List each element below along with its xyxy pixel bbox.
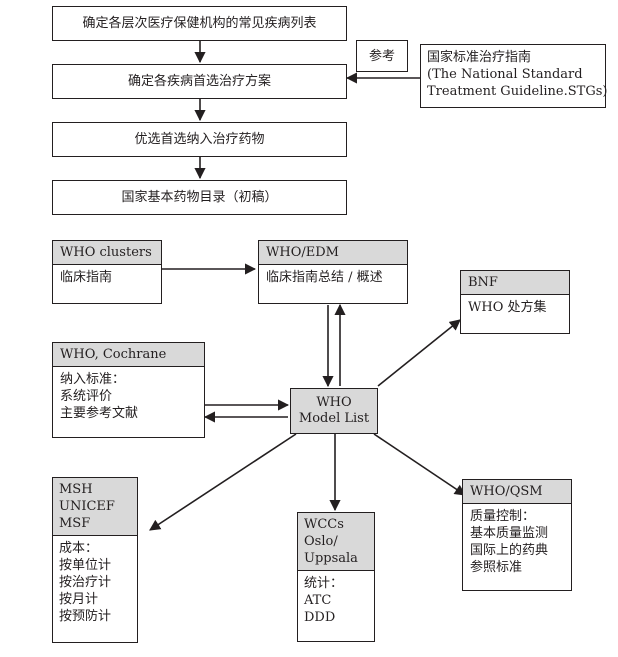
wccs-header: WCCs Oslo/ Uppsala	[298, 513, 374, 571]
reference-label-box: 参考	[356, 40, 408, 72]
msh-header-line: MSH	[59, 482, 93, 497]
who-qsm-body-line: 参照标准	[470, 560, 523, 575]
msh-header-line: UNICEF	[59, 499, 115, 514]
who-edm-header: WHO/EDM	[259, 241, 407, 265]
msh-body-line: 按治疗计	[59, 575, 112, 590]
who-cochrane-body-line: 纳入标准：	[60, 372, 126, 387]
who-cochrane-box: WHO, Cochrane 纳入标准： 系统评价 主要参考文献	[52, 342, 205, 438]
national-stg-box: 国家标准治疗指南 (The National Standard Treatmen…	[420, 44, 608, 108]
who-clusters-body: 临床指南	[60, 270, 113, 285]
wccs-body-line: 统计：	[304, 576, 344, 591]
who-cochrane-header: WHO, Cochrane	[53, 343, 204, 367]
who-model-list-center: WHO Model List	[290, 388, 378, 434]
msh-body-line: 按预防计	[59, 609, 112, 624]
msh-body-line: 按月计	[59, 592, 99, 607]
msh-header: MSH UNICEF MSF	[53, 478, 137, 536]
center-line: Model List	[298, 411, 370, 426]
center-line: WHO	[316, 395, 352, 410]
who-clusters-header: WHO clusters	[53, 241, 161, 265]
flow-step-select-drugs: 优选首选纳入治疗药物	[52, 122, 347, 157]
bnf-header: BNF	[461, 271, 569, 295]
msh-unicef-msf-box: MSH UNICEF MSF 成本： 按单位计 按治疗计 按月计 按预防计	[52, 477, 138, 643]
flow-step-common-diseases: 确定各层次医疗保健机构的常见疾病列表	[52, 6, 347, 41]
wccs-oslo-uppsala-box: WCCs Oslo/ Uppsala 统计： ATC DDD	[297, 512, 375, 642]
wccs-header-line: WCCs	[304, 517, 344, 532]
msh-body-line: 按单位计	[59, 558, 112, 573]
msh-body-line: 成本：	[59, 541, 99, 556]
who-qsm-header: WHO/QSM	[463, 480, 571, 504]
flow-step-first-choice-treatment: 确定各疾病首选治疗方案	[52, 64, 347, 99]
national-stg-line: (The National Standard	[427, 67, 583, 82]
national-stg-line: 国家标准治疗指南	[427, 50, 532, 65]
who-edm-box: WHO/EDM 临床指南总结 / 概述	[258, 240, 408, 304]
center-to-qsm-arrow	[373, 433, 466, 496]
wccs-body-line: ATC	[304, 593, 332, 608]
bnf-body: WHO 处方集	[468, 300, 547, 315]
flow-step-essential-drug-list-draft: 国家基本药物目录（初稿）	[52, 180, 347, 215]
center-to-bnf-arrow	[377, 319, 461, 387]
who-qsm-body-line: 基本质量监测	[470, 526, 549, 541]
who-qsm-body-line: 国际上的药典	[470, 543, 549, 558]
center-to-msh-arrow	[149, 433, 297, 531]
bnf-box: BNF WHO 处方集	[460, 270, 570, 334]
who-qsm-box: WHO/QSM 质量控制： 基本质量监测 国际上的药典 参照标准	[462, 479, 572, 591]
who-clusters-box: WHO clusters 临床指南	[52, 240, 162, 304]
msh-header-line: MSF	[59, 516, 91, 531]
wccs-header-line: Uppsala	[304, 551, 358, 566]
national-stg-line: Treatment Guideline.STGs)	[427, 84, 608, 99]
who-cochrane-body-line: 系统评价	[60, 389, 113, 404]
wccs-header-line: Oslo/	[304, 534, 338, 549]
who-edm-body: 临床指南总结 / 概述	[266, 270, 383, 285]
wccs-body-line: DDD	[304, 610, 336, 625]
who-qsm-body-line: 质量控制：	[470, 509, 536, 524]
who-cochrane-body-line: 主要参考文献	[60, 406, 139, 421]
